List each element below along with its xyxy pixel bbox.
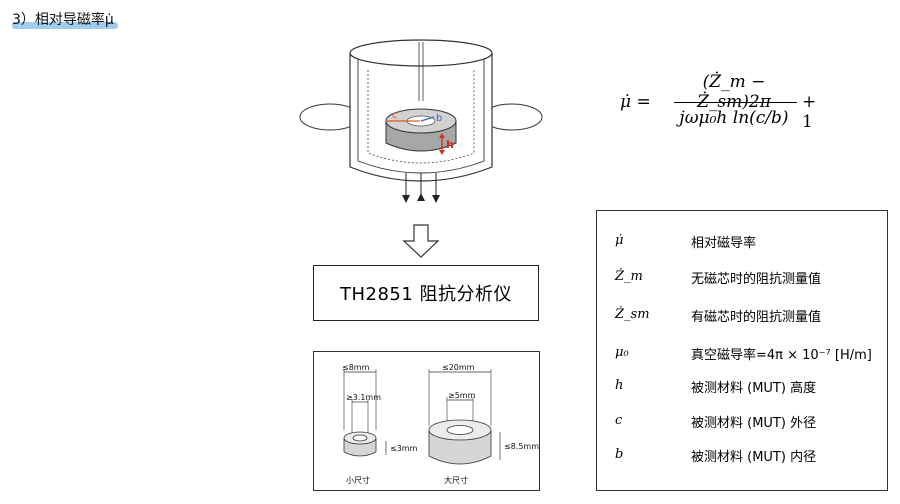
legend-symbol: Ż_sm — [615, 307, 650, 322]
formula-numerator: (Ż_m − Ż_sm)2π — [697, 72, 771, 112]
legend-desc: 被测材料 (MUT) 高度 — [691, 381, 817, 396]
small-caption: 小尺寸 — [346, 476, 370, 485]
legend-symbol: c — [615, 413, 623, 428]
legend-row: h 被测材料 (MUT) 高度 — [597, 372, 887, 400]
legend-row: c 被测材料 (MUT) 外径 — [597, 407, 887, 435]
legend-symbol: b — [615, 447, 624, 462]
legend-row: Ż_sm 有磁芯时的阻抗测量值 — [597, 301, 887, 329]
symbol-legend: μ̇ 相对磁导率 Ż_m 无磁芯时的阻抗测量值 Ż_sm 有磁芯时的阻抗测量值 … — [596, 210, 888, 491]
test-fixture-diagram: c b h — [296, 35, 546, 295]
small-height-dim: ≤3mm — [390, 444, 418, 453]
formula-lhs: μ̇ = — [620, 92, 651, 112]
legend-desc: 被测材料 (MUT) 内径 — [691, 450, 817, 465]
large-height-dim: ≤8.5mm — [504, 442, 540, 451]
heading-text: 3）相对导磁率μ̇ — [12, 12, 114, 28]
legend-row: μ̇ 相对磁导率 — [597, 227, 887, 255]
large-outer-dim: ≤20mm — [442, 363, 475, 372]
large-caption: 大尺寸 — [444, 476, 468, 485]
sample-size-diagram: ≤8mm ≥3.1mm ≤3mm 小尺寸 ≤20mm ≥5mm ≤8.5mm 大… — [313, 351, 540, 491]
legend-desc: 有磁芯时的阻抗测量值 — [691, 310, 822, 325]
fixture-drawing: c b h — [299, 39, 543, 258]
legend-row: b 被测材料 (MUT) 内径 — [597, 441, 887, 469]
section-heading: 3）相对导磁率μ̇ — [12, 10, 118, 30]
sample-size-drawing — [343, 369, 501, 465]
fixture-label-h: h — [446, 138, 454, 151]
small-inner-dim: ≥3.1mm — [346, 393, 382, 402]
legend-symbol: h — [615, 378, 624, 393]
analyzer-box: TH2851 阻抗分析仪 — [313, 265, 539, 321]
legend-desc: 相对磁导率 — [691, 236, 757, 251]
legend-desc: 无磁芯时的阻抗测量值 — [691, 272, 822, 287]
large-inner-dim: ≥5mm — [448, 391, 476, 400]
formula-tail: + 1 — [802, 92, 817, 132]
legend-row: μ₀ 真空磁导率=4π × 10⁻⁷ [H/m] — [597, 339, 887, 367]
legend-desc: 被测材料 (MUT) 外径 — [691, 416, 817, 431]
legend-symbol: μ̇ — [615, 233, 624, 248]
fixture-label-b: b — [436, 113, 442, 124]
legend-symbol: Ż_m — [615, 269, 643, 284]
analyzer-label: TH2851 阻抗分析仪 — [339, 284, 513, 305]
permeability-formula: μ̇ = (Ż_m − Ż_sm)2π jωμ₀h ln(c/b) + 1 — [620, 68, 830, 138]
legend-desc: 真空磁导率=4π × 10⁻⁷ [H/m] — [691, 348, 872, 363]
small-outer-dim: ≤8mm — [342, 363, 370, 372]
fixture-label-c: c — [392, 110, 398, 121]
legend-symbol: μ₀ — [615, 345, 629, 360]
formula-denominator: jωμ₀h ln(c/b) — [679, 108, 789, 128]
formula-fraction-bar — [674, 102, 797, 103]
legend-row: Ż_m 无磁芯时的阻抗测量值 — [597, 263, 887, 291]
